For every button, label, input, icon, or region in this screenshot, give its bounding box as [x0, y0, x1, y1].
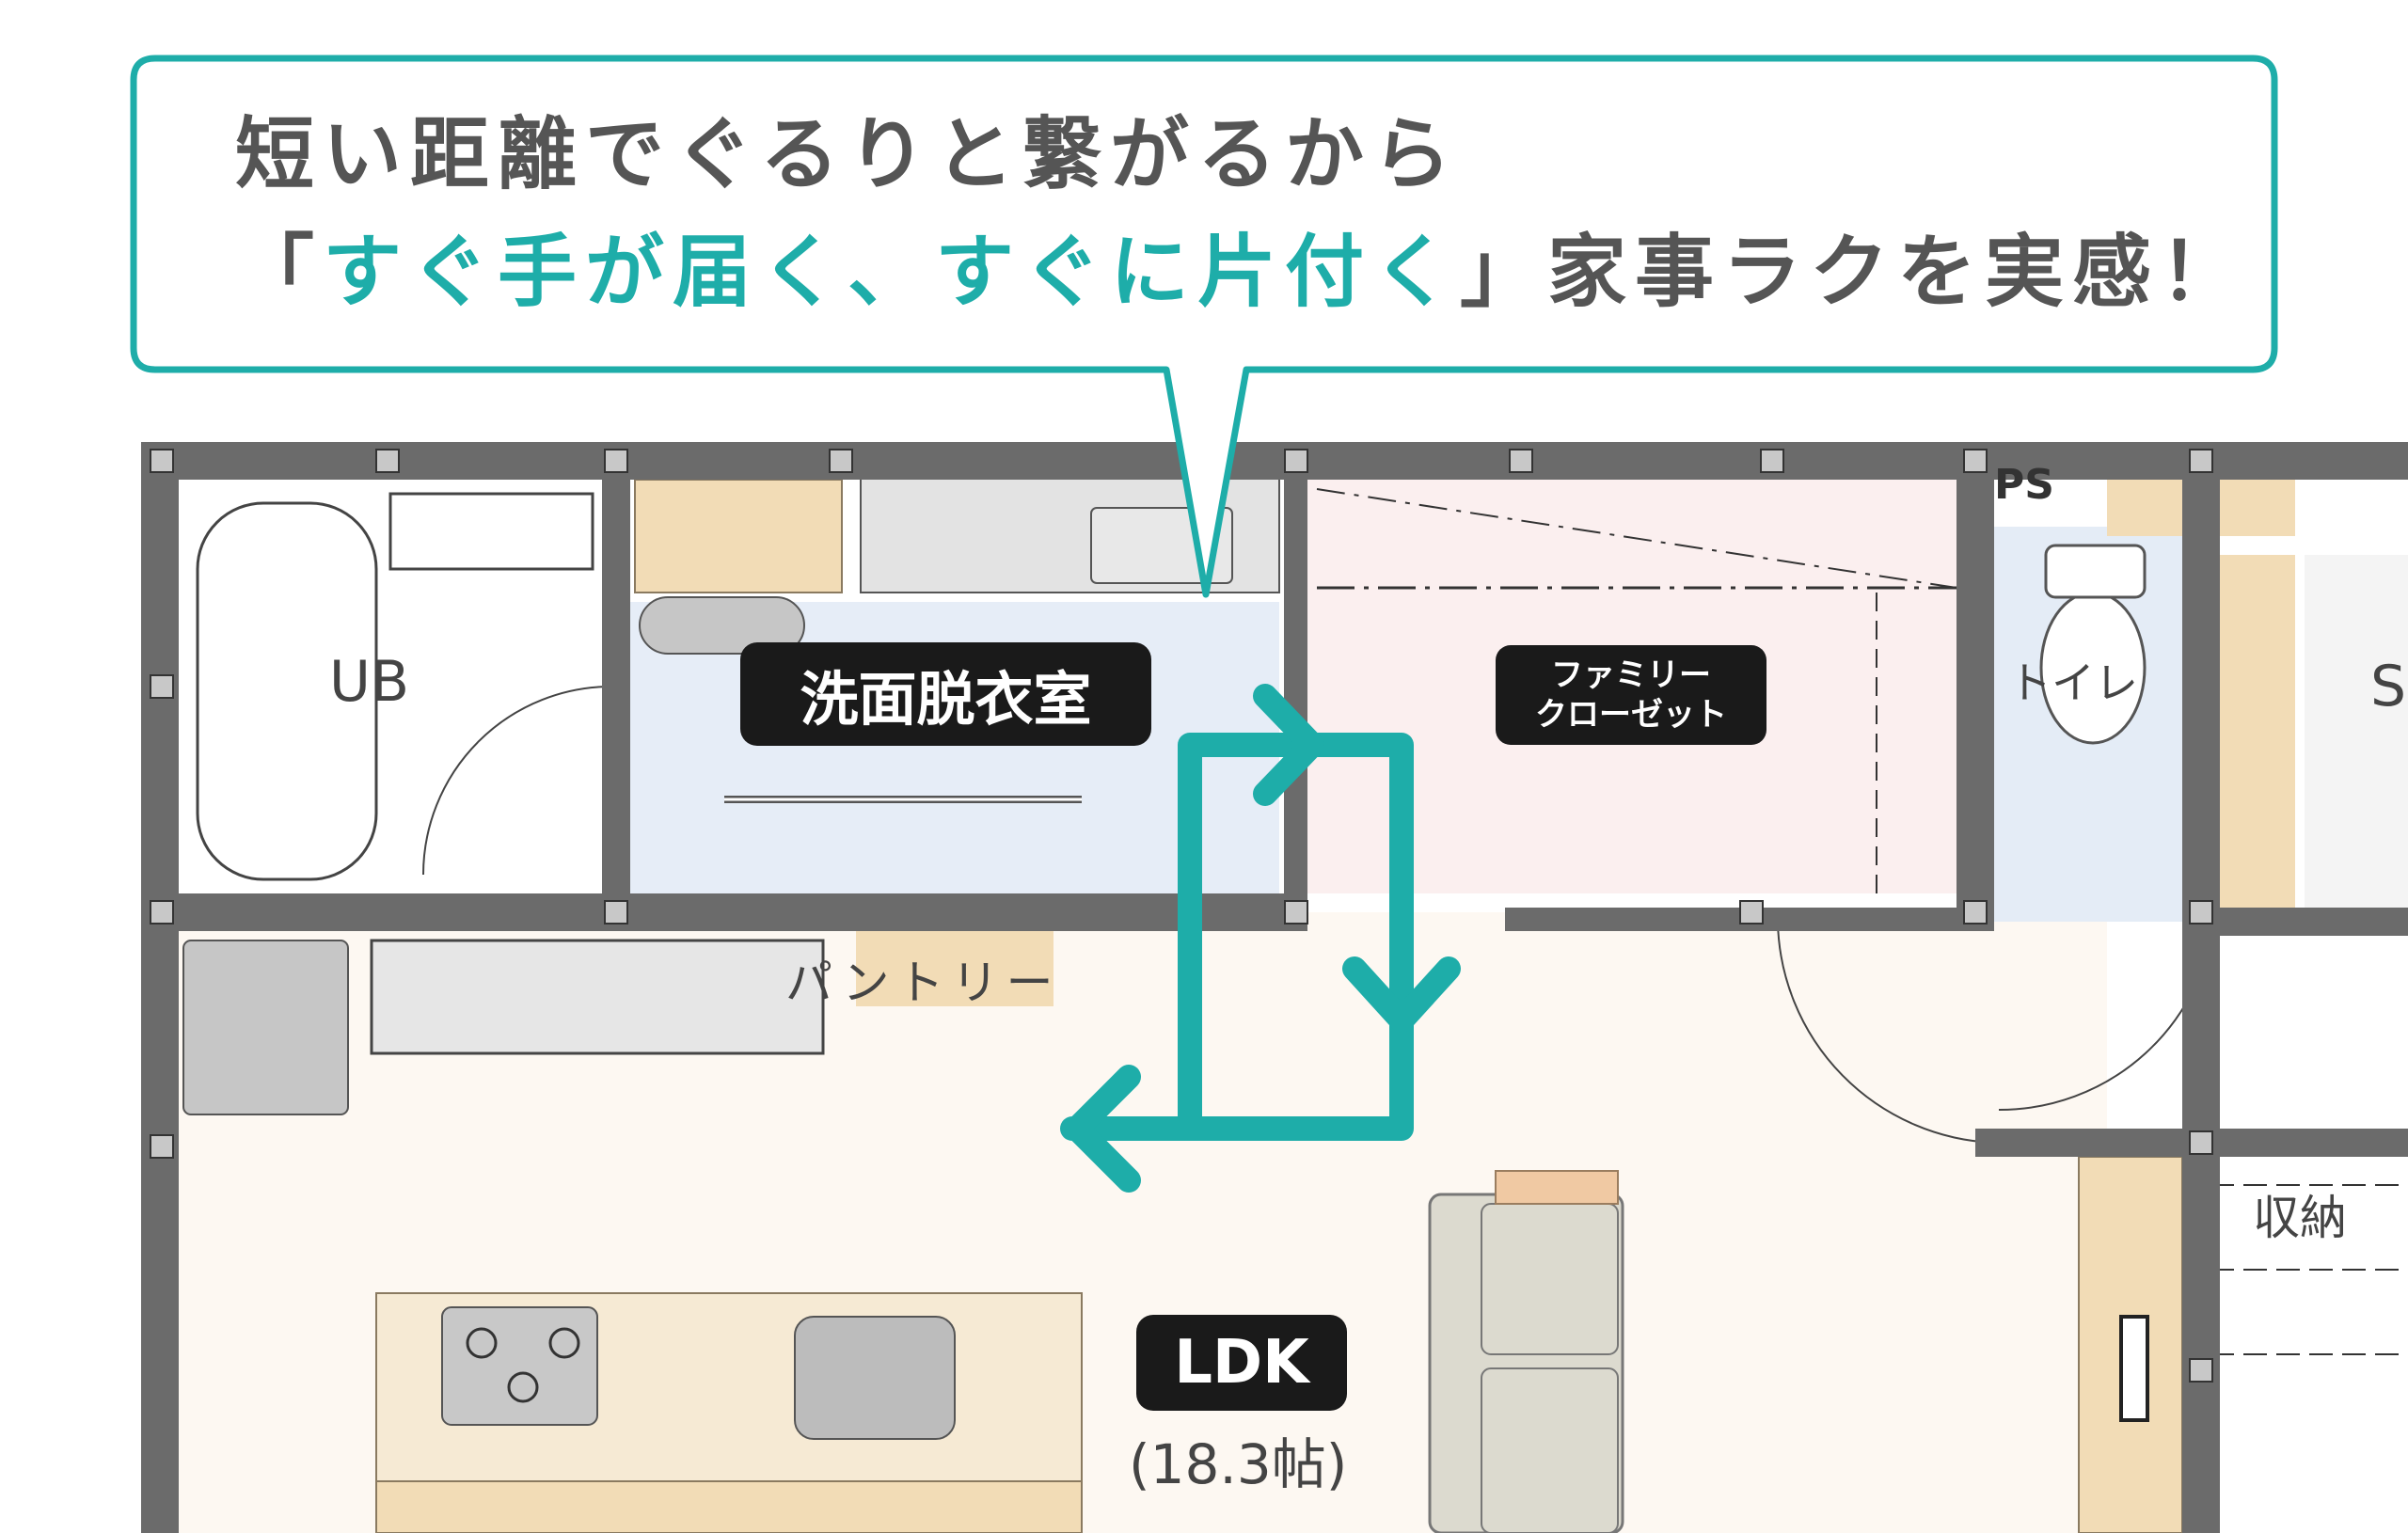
post: [2189, 900, 2213, 925]
post: [829, 449, 853, 473]
closet-door-swing: [1777, 921, 1995, 1144]
washroom-label: 洗面脱衣室: [740, 642, 1151, 746]
washroom-cabinet: [634, 479, 843, 593]
pantry-floor: [856, 931, 1054, 1006]
wall: [1284, 442, 1307, 931]
toilet-tank: [2044, 544, 2147, 599]
post: [1284, 449, 1308, 473]
circulation-arrow: [1060, 684, 1461, 1193]
callout-line-2: 「すぐ手が届く、すぐに片付く」家事ラクを実感！: [235, 232, 2247, 311]
callout-highlight: すぐ手が届く、すぐに片付く: [323, 226, 1461, 318]
burner: [507, 1371, 539, 1403]
post: [2189, 1130, 2213, 1155]
stove: [441, 1306, 598, 1426]
right-column-wood: [2220, 555, 2295, 912]
ub-label: UB: [329, 649, 410, 715]
post: [604, 900, 628, 925]
bracket-open: 「: [235, 226, 324, 318]
post: [150, 674, 174, 699]
post: [375, 449, 400, 473]
family-closet-label-line1: ファミリー: [1551, 656, 1711, 694]
sofa-seat: [1481, 1203, 1619, 1355]
sofa-seat: [1481, 1367, 1619, 1533]
kitchen-sink: [794, 1316, 956, 1440]
wall-posts: [150, 449, 2213, 1383]
walls: [141, 442, 2408, 1533]
pantry-shelf: [370, 939, 825, 1055]
post: [1739, 900, 1764, 925]
right-room-floor: [2305, 555, 2408, 922]
s-label: S: [2370, 654, 2407, 719]
washing-machine: [639, 596, 805, 655]
bathtub: [196, 501, 378, 881]
post: [150, 1134, 174, 1159]
family-closet-label: ファミリー クローゼット: [1496, 645, 1766, 745]
post: [1509, 449, 1533, 473]
door-handle: [2119, 1315, 2149, 1422]
bath-door-swing: [422, 686, 612, 876]
wall: [2182, 908, 2408, 936]
wall: [141, 442, 2408, 480]
arrow-head-right: [1253, 684, 1324, 806]
right-cabinet: [2107, 480, 2182, 536]
wall: [602, 442, 630, 931]
ps-label: PS: [1994, 461, 2054, 509]
post: [1963, 449, 1988, 473]
wall: [2182, 442, 2220, 1533]
burner: [466, 1327, 498, 1359]
fridge: [182, 940, 349, 1115]
arrow-head-down: [1342, 956, 1461, 1033]
post: [2189, 1358, 2213, 1383]
post: [604, 449, 628, 473]
post: [1963, 900, 1988, 925]
wall: [1956, 442, 1994, 931]
toilet-label: トイレ: [2008, 657, 2138, 708]
bath-shelf: [388, 492, 594, 571]
ldk-label: LDK: [1136, 1315, 1347, 1411]
callout-tail: 」家事ラクを実感！: [1460, 226, 2248, 318]
family-closet-label-line2: クローゼット: [1535, 696, 1727, 734]
post: [2189, 449, 2213, 473]
post: [150, 900, 174, 925]
sofa-cushion: [1495, 1170, 1619, 1205]
burner: [548, 1327, 580, 1359]
wall: [141, 893, 1289, 931]
post: [1760, 449, 1784, 473]
post: [1284, 900, 1308, 925]
post: [150, 449, 174, 473]
wall: [141, 442, 179, 1533]
storage-label: 収納: [2253, 1191, 2347, 1245]
arrow-head-left: [1065, 1065, 1141, 1193]
right-cabinet-2: [2220, 480, 2295, 536]
hanger-line: [1316, 488, 1957, 589]
callout-line-1: 短い距離でぐるりと繋がるから: [235, 108, 1461, 200]
ldk-size-label: (18.3帖): [1129, 1432, 1348, 1496]
pantry-label: パントリー: [785, 956, 1061, 1010]
callout-bubble: [130, 55, 2278, 598]
